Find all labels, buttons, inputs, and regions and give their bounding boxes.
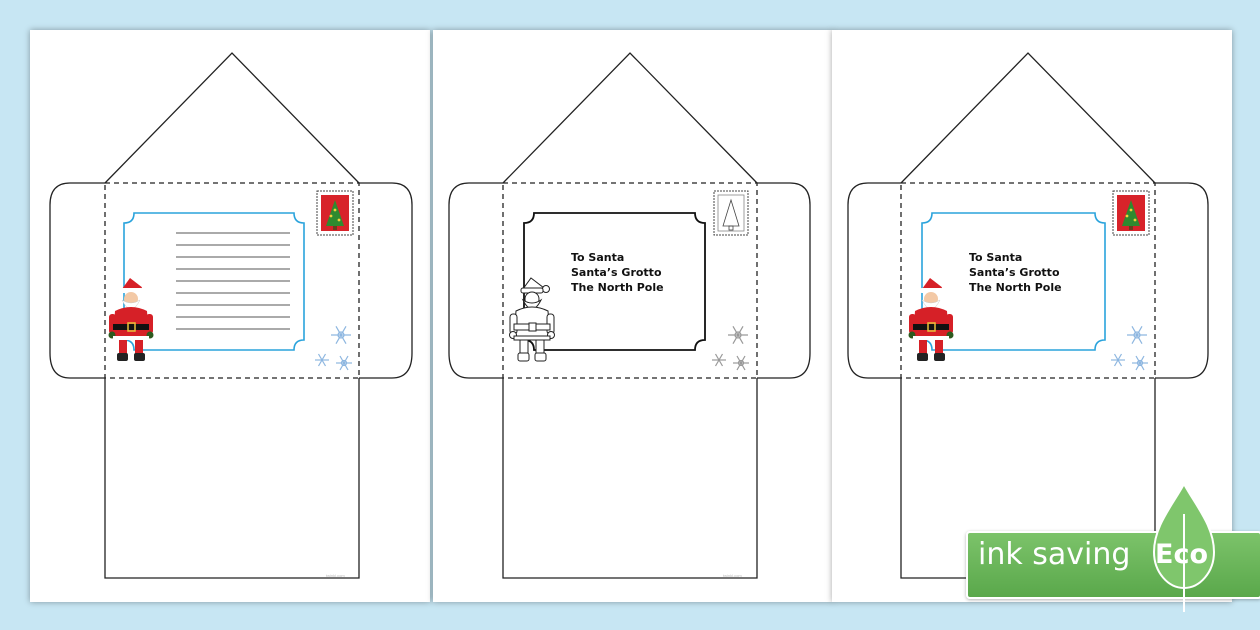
sheet-footer: twinkl.com [326, 573, 345, 578]
ink-saving-eco-badge: ink saving Eco [966, 484, 1260, 614]
address-line-3: The North Pole [571, 281, 664, 294]
address-line-2: Santa’s Grotto [969, 266, 1060, 279]
address-line-1: To Santa [571, 251, 625, 264]
santa-icon [908, 278, 954, 361]
writing-lines [176, 232, 290, 330]
eco-leaf-icon [1152, 484, 1216, 612]
letter-frame [123, 212, 305, 351]
envelope-template-3 [847, 52, 1209, 579]
envelope-sheet-1: twinkl.com [30, 30, 430, 602]
sheet-footer: twinkl.com [723, 573, 742, 578]
snowflake-icon [1111, 326, 1148, 371]
snowflake-icon [315, 326, 352, 371]
santa-address: To Santa Santa’s Grotto The North Pole [969, 250, 1062, 295]
address-line-2: Santa’s Grotto [571, 266, 662, 279]
address-line-3: The North Pole [969, 281, 1062, 294]
santa-icon [509, 277, 555, 362]
envelope-sheet-3: To Santa Santa’s Grotto The North Pole t… [832, 30, 1232, 602]
christmas-tree-stamp-icon [713, 190, 749, 236]
address-frame [921, 212, 1106, 351]
envelope-template-1 [49, 52, 413, 579]
envelope-sheet-2: To Santa Santa’s Grotto The North Pole t… [433, 30, 833, 602]
address-line-1: To Santa [969, 251, 1023, 264]
snowflake-icon [712, 326, 749, 371]
address-frame [523, 212, 706, 351]
santa-address: To Santa Santa’s Grotto The North Pole [571, 250, 664, 295]
eco-label: Eco [1155, 539, 1208, 570]
christmas-tree-stamp-icon [1112, 190, 1150, 236]
christmas-tree-stamp-icon [316, 190, 354, 236]
envelope-template-2 [448, 52, 811, 579]
ink-saving-text: ink saving [978, 537, 1131, 572]
santa-icon [108, 278, 154, 361]
